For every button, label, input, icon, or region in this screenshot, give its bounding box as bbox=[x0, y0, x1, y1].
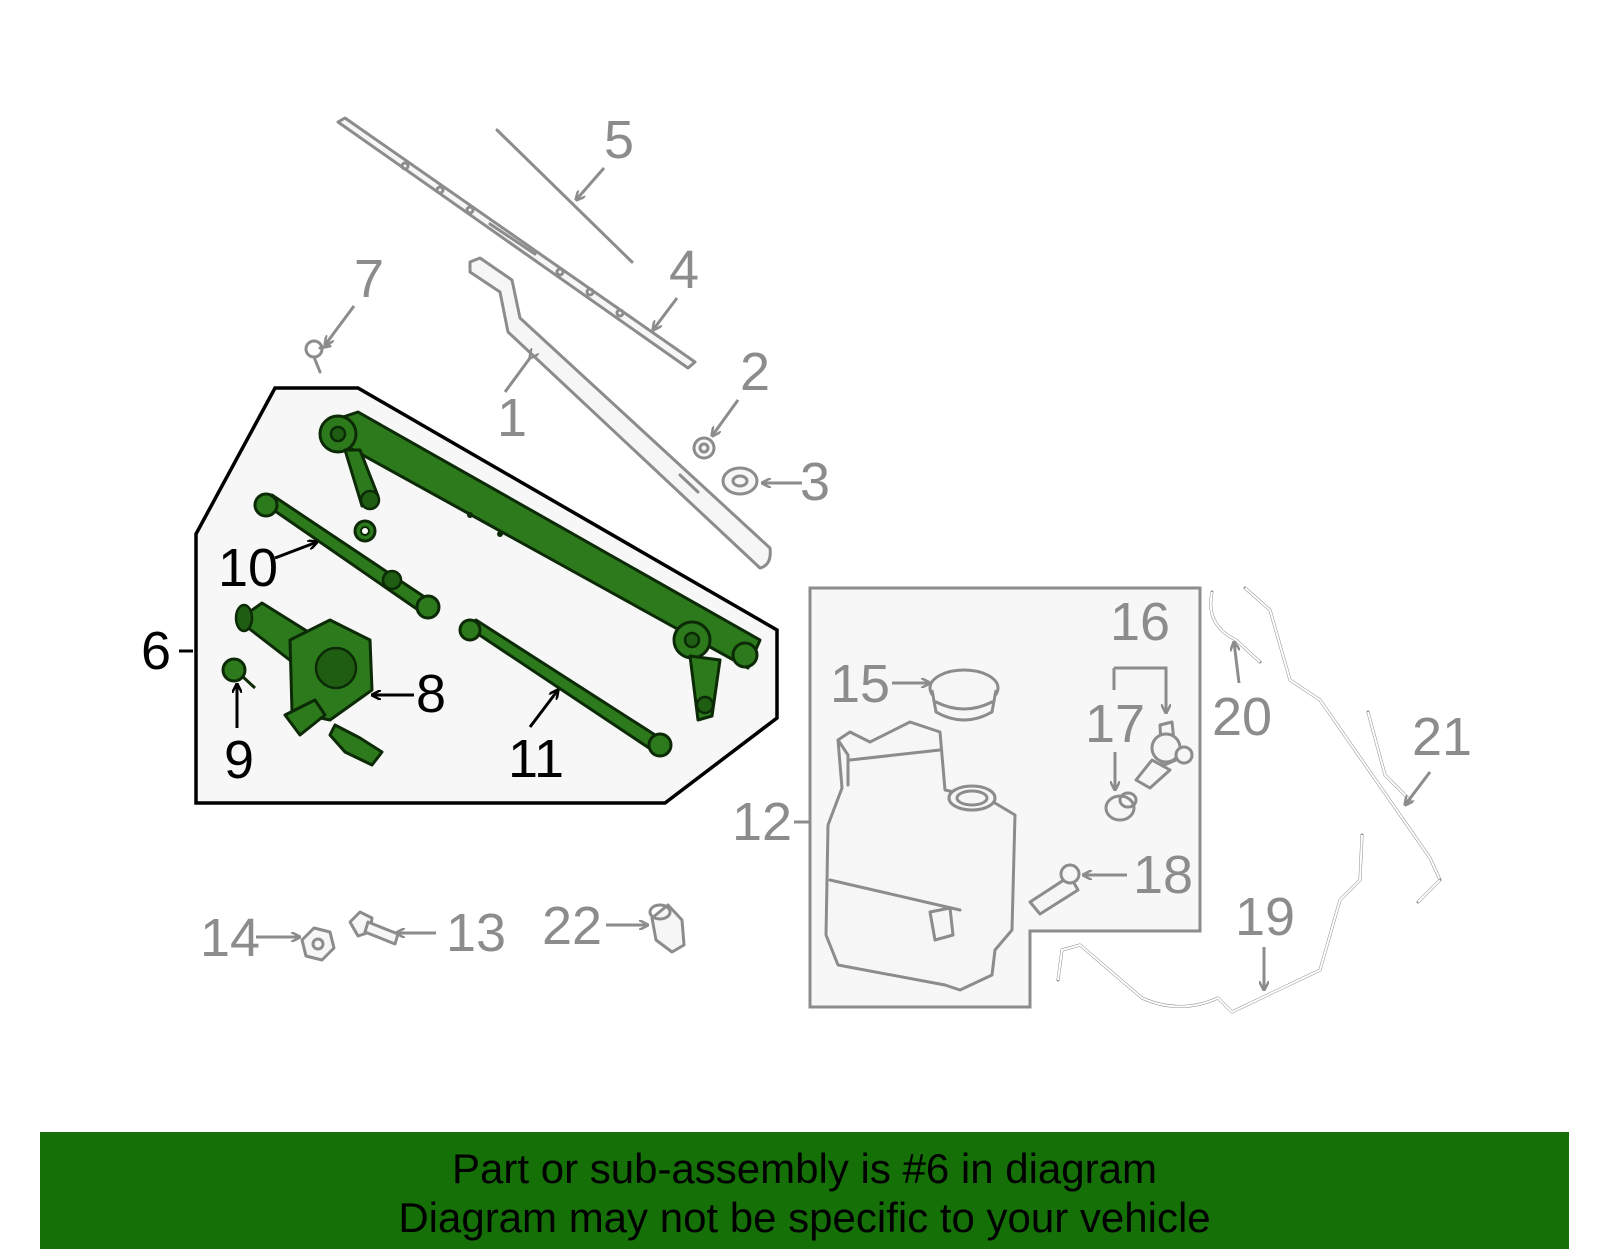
linkage-assembly-part bbox=[318, 410, 762, 722]
washer-hose-20-part bbox=[1209, 586, 1442, 882]
callout-10: 10 bbox=[218, 538, 278, 598]
callout-18: 18 bbox=[1133, 845, 1193, 905]
callout-17: 17 bbox=[1085, 694, 1145, 754]
callout-22: 22 bbox=[542, 896, 602, 956]
callout-15: 15 bbox=[830, 654, 890, 714]
leader-21 bbox=[1405, 771, 1432, 805]
leader-11 bbox=[528, 690, 558, 728]
leader-1 bbox=[503, 358, 530, 393]
callout-5: 5 bbox=[604, 110, 634, 170]
nut-14-part bbox=[300, 926, 336, 962]
callout-11: 11 bbox=[508, 729, 564, 789]
plug-22-part bbox=[648, 903, 686, 954]
reservoir-cap-part bbox=[928, 668, 1000, 722]
wiper-arm-part bbox=[468, 256, 772, 570]
level-sensor-part bbox=[1028, 863, 1081, 916]
leader-4 bbox=[653, 297, 679, 330]
leader-2 bbox=[712, 399, 740, 436]
callout-6: 6 bbox=[141, 621, 171, 681]
link-rod-10-part bbox=[253, 492, 441, 620]
link-rod-11-part bbox=[458, 618, 673, 758]
callout-20: 20 bbox=[1212, 687, 1272, 747]
callout-4: 4 bbox=[669, 240, 699, 300]
callout-7: 7 bbox=[354, 249, 384, 309]
wiper-blade-part bbox=[336, 116, 697, 370]
callout-21: 21 bbox=[1412, 707, 1472, 767]
pump-grommet-part bbox=[1104, 791, 1138, 822]
assembly-6-outline bbox=[194, 386, 779, 805]
callout-1: 1 bbox=[497, 388, 527, 448]
leader-5 bbox=[576, 167, 606, 200]
wiper-blade-refill-part bbox=[495, 128, 634, 264]
clip-part bbox=[304, 339, 332, 374]
grommet-9-part bbox=[221, 657, 257, 690]
wiper-motor-part bbox=[234, 601, 384, 767]
leader-10 bbox=[274, 542, 317, 560]
washer-hose-19-part bbox=[1056, 833, 1364, 1014]
leader-20 bbox=[1234, 642, 1241, 684]
callout-12: 12 bbox=[732, 792, 792, 852]
bolt-13-part bbox=[348, 910, 400, 946]
washer-reservoir-part bbox=[824, 720, 1017, 992]
callout-19: 19 bbox=[1235, 887, 1295, 947]
banner-line-2: Diagram may not be specific to your vehi… bbox=[398, 1194, 1211, 1241]
washer-pump-part bbox=[1134, 720, 1194, 790]
nut-part bbox=[692, 436, 716, 460]
washer-hose-21-part bbox=[1366, 710, 1442, 904]
callout-2: 2 bbox=[740, 342, 770, 402]
callout-16: 16 bbox=[1110, 592, 1170, 652]
callout-14: 14 bbox=[200, 908, 260, 968]
callout-3: 3 bbox=[800, 452, 830, 512]
leader-16 bbox=[1112, 666, 1168, 712]
leader-7 bbox=[325, 305, 356, 345]
callout-9: 9 bbox=[224, 730, 254, 790]
callout-13: 13 bbox=[446, 903, 506, 963]
callout-8: 8 bbox=[416, 664, 446, 724]
info-banner: Part or sub-assembly is #6 in diagram Di… bbox=[40, 1132, 1569, 1249]
washer-part bbox=[721, 466, 759, 496]
banner-line-1: Part or sub-assembly is #6 in diagram bbox=[452, 1145, 1157, 1192]
